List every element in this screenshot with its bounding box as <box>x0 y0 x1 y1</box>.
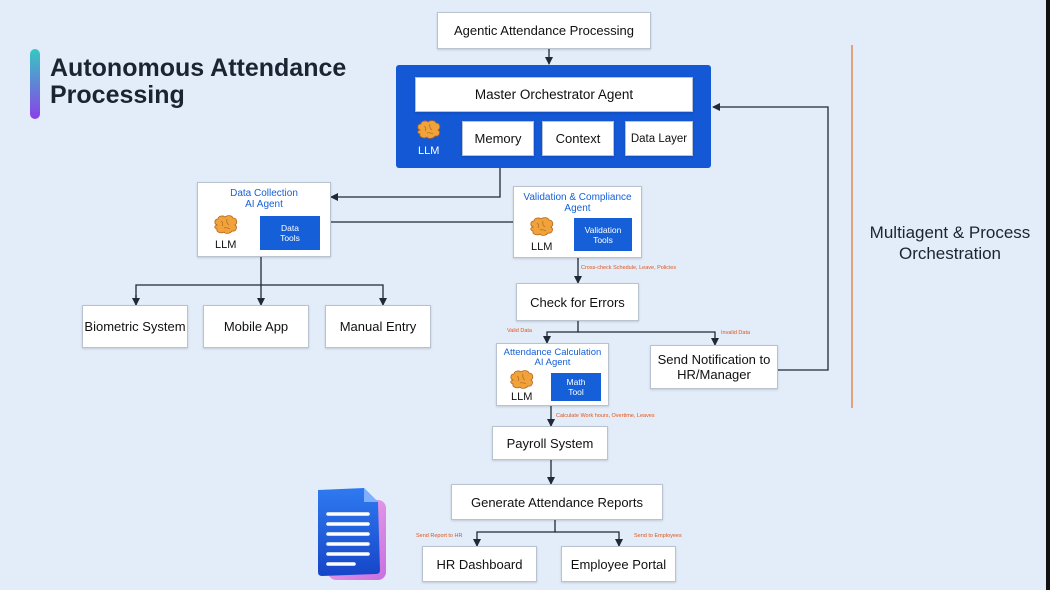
page-title: Autonomous Attendance Processing <box>50 54 347 109</box>
master-orchestrator-agent: Master Orchestrator Agent LLM Memory Con… <box>396 65 711 168</box>
top-node: Agentic Attendance Processing <box>437 12 651 49</box>
edge-label-crosscheck: Cross-check Schedule, Leave, Policies <box>581 265 677 271</box>
memory-module: Memory <box>462 121 534 156</box>
edge-label-send-hr: Send Report to HR <box>416 533 463 539</box>
edge-label-send-employees: Send to Employees <box>634 533 682 539</box>
manual-entry-node: Manual Entry <box>325 305 431 348</box>
mobile-app-node: Mobile App <box>203 305 309 348</box>
master-title: Master Orchestrator Agent <box>415 77 693 112</box>
brain-icon <box>417 120 441 139</box>
context-module: Context <box>542 121 614 156</box>
brain-icon <box>214 215 238 234</box>
employee-portal-node: Employee Portal <box>561 546 676 582</box>
payroll-system-node: Payroll System <box>492 426 608 460</box>
data-layer-module: Data Layer <box>625 121 693 156</box>
llm-label: LLM <box>215 239 237 251</box>
llm-label: LLM <box>511 391 533 403</box>
document-icon <box>318 488 386 580</box>
attendance-calculation-agent: Attendance Calculation AI Agent LLM Math… <box>496 343 609 406</box>
master-llm-label: LLM <box>418 145 440 157</box>
biometric-system-node: Biometric System <box>82 305 188 348</box>
title-accent-bar <box>30 49 40 119</box>
llm-label: LLM <box>531 241 553 253</box>
agent-title: Attendance Calculation AI Agent <box>503 347 602 368</box>
edge-label-calculate: Calculate Work hours, Overtime, Leaves <box>556 413 655 419</box>
brain-icon <box>510 370 534 389</box>
brain-icon <box>530 217 554 236</box>
validation-compliance-agent: Validation & Compliance Agent LLM Valida… <box>513 186 642 258</box>
agent-title: Data Collection AI Agent <box>230 188 298 210</box>
edge-label-invalid: Invalid Data <box>721 330 751 336</box>
check-errors-node: Check for Errors <box>516 283 639 321</box>
hr-dashboard-node: HR Dashboard <box>422 546 537 582</box>
edge-label-valid: Valid Data <box>507 328 532 334</box>
side-label: Multiagent & Process Orchestration <box>869 223 1031 263</box>
agent-title: Validation & Compliance Agent <box>523 192 632 214</box>
generate-reports-node: Generate Attendance Reports <box>451 484 663 520</box>
